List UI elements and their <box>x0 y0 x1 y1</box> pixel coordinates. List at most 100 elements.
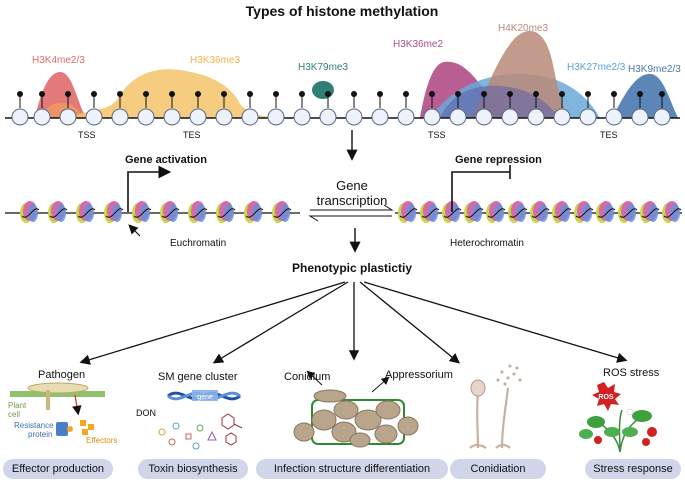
arrow-to-pathogen <box>79 281 346 365</box>
nucleosome <box>527 91 545 126</box>
ros-burst-label: ROS <box>598 394 614 401</box>
conidiophore-icon <box>469 387 511 449</box>
chromatin-nucleosome <box>188 201 208 223</box>
nucleosome <box>371 91 389 126</box>
chromatin-nucleosome <box>216 201 236 223</box>
chromatin-nucleosome <box>530 201 550 223</box>
chromatin-nucleosome <box>464 201 484 223</box>
chromatin-nucleosome <box>244 201 264 223</box>
transcription-label: transcription <box>317 193 388 208</box>
chromatin-nucleosome <box>552 201 572 223</box>
label-h3k36me3: H3K36me3 <box>190 55 240 66</box>
label-h3k79: H3K79me3 <box>298 62 348 73</box>
infection-cells <box>293 389 419 448</box>
nucleosome <box>631 91 649 126</box>
euchromatin-label: Euchromatin <box>170 238 226 249</box>
tss-label-left: TSS <box>78 130 96 140</box>
ros-burst-icon <box>592 382 621 411</box>
nucleosome <box>501 91 519 126</box>
tes-label-right: TES <box>600 130 618 140</box>
outcome-toxin-biosynthesis: Toxin biosynthesis <box>138 459 248 479</box>
gene-box <box>192 390 218 401</box>
gene-repression-symbol <box>451 165 511 212</box>
euchromatin-nucleosomes <box>20 201 292 223</box>
resistance-protein-icon <box>56 422 68 436</box>
gene-activation-label: Gene activation <box>125 154 207 166</box>
nucleosome <box>59 91 77 126</box>
chromatin-nucleosome <box>48 201 68 223</box>
conidium-head <box>470 379 486 397</box>
outcome-conidiation: Conidiation <box>450 459 546 479</box>
nucleosome <box>11 91 29 126</box>
arrow-to-ros <box>363 281 628 363</box>
chromatin-nucleosome <box>508 201 528 223</box>
label-h3k4: H3K4me2/3 <box>32 55 85 66</box>
gene-repression-label: Gene repression <box>455 154 542 166</box>
gene-box-label: gene <box>197 394 213 401</box>
outcome-infection-structure: Infection structure differentiation <box>256 459 448 479</box>
plant-cell-label-2: cell <box>8 410 20 419</box>
effectors-label: Effectors <box>86 436 117 445</box>
equilibrium-arrow-left <box>308 215 392 222</box>
tss-label-right: TSS <box>428 130 446 140</box>
ros-title: ROS stress <box>603 367 660 379</box>
nucleosome <box>33 91 51 126</box>
gene-label: Gene <box>336 178 368 193</box>
nucleosome <box>137 91 155 126</box>
nucleosome <box>163 91 181 126</box>
label-h4k20: H4K20me3 <box>498 23 548 34</box>
label-h3k9: H3K9me2/3 <box>628 64 681 75</box>
chromatin-nucleosome <box>398 201 418 223</box>
conidium-pointer <box>306 370 323 386</box>
nucleosome <box>189 91 207 126</box>
equilibrium-arrow-right <box>310 204 394 211</box>
chromatin-nucleosome <box>486 201 506 223</box>
plant-cell-label-1: Plant <box>8 401 27 410</box>
nucleosome <box>475 91 493 126</box>
nucleosome <box>241 91 259 126</box>
pathogen-spore <box>27 382 89 394</box>
pathogen-title: Pathogen <box>38 369 85 381</box>
chromatin-nucleosome <box>20 201 40 223</box>
chromatin-nucleosome <box>76 201 96 223</box>
resistance-label-2: protein <box>28 430 52 439</box>
effector-icons <box>80 420 94 435</box>
h3k36me2-overlay <box>440 85 560 118</box>
chromatin-nucleosome <box>640 201 660 223</box>
heterochromatin-label: Heterochromatin <box>450 238 524 249</box>
nucleosome <box>293 91 311 126</box>
appressorium-pointer <box>371 376 390 393</box>
chromatin-nucleosome <box>272 201 292 223</box>
nucleosome <box>215 91 233 126</box>
figure-title: Types of histone methylation <box>246 3 439 19</box>
chromatin-nucleosome <box>104 201 124 223</box>
nucleosome <box>423 91 441 126</box>
nucleosome-row <box>11 91 671 126</box>
nucleosome <box>449 91 467 126</box>
nucleosome <box>319 91 337 126</box>
h3k79-blob <box>312 81 334 99</box>
activation-pointer <box>128 224 141 237</box>
chromatin-nucleosome <box>596 201 616 223</box>
nucleosome <box>397 91 415 126</box>
nucleosome <box>85 91 103 126</box>
chromatin-nucleosome <box>132 201 152 223</box>
phenotypic-label: Phenotypic plastictiy <box>292 261 412 275</box>
h3k36me3-peak <box>70 69 290 118</box>
label-h3k27: H3K27me2/3 <box>567 62 626 73</box>
outcome-stress-response: Stress response <box>585 459 681 479</box>
plant-cell-wall <box>10 391 105 397</box>
chromatin-nucleosome <box>420 201 440 223</box>
conidia-spores <box>496 364 522 386</box>
chromatin-nucleosome <box>618 201 638 223</box>
conidium-label: Conidium <box>284 371 330 383</box>
chromatin-nucleosome <box>574 201 594 223</box>
strawberry-plant <box>579 408 657 453</box>
don-label: DON <box>136 408 156 418</box>
tes-label-left: TES <box>183 130 201 140</box>
chromatin-nucleosome <box>160 201 180 223</box>
heterochromatin-nucleosomes <box>398 201 682 223</box>
arrow-to-sm <box>212 281 349 364</box>
resistance-label-1: Resistance <box>14 421 54 430</box>
arrow-to-conidiation <box>359 281 461 364</box>
